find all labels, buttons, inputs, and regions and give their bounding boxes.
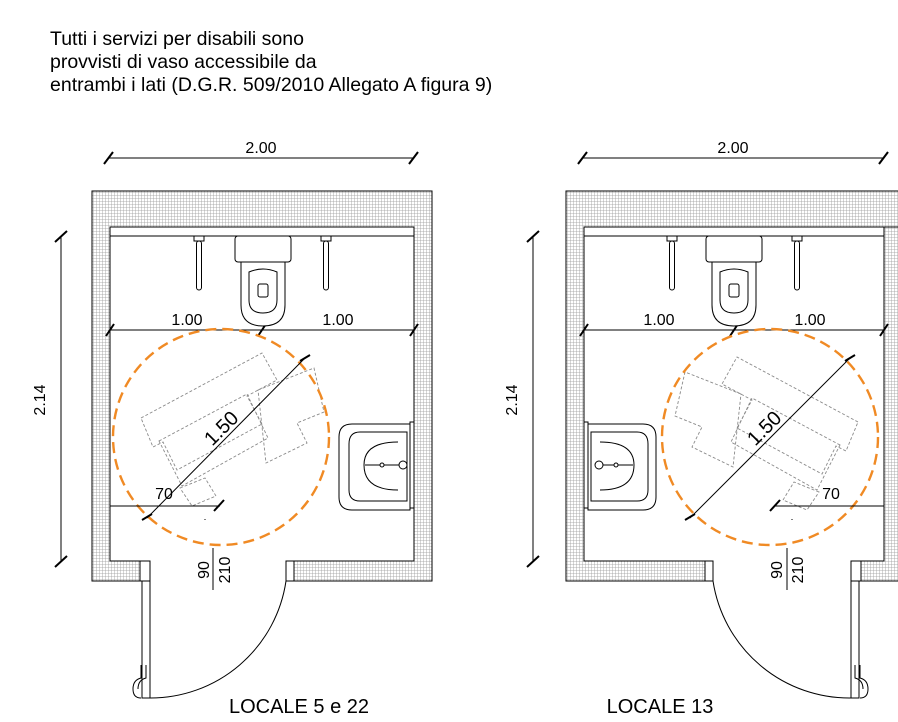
side-clearance-dimension	[579, 323, 889, 337]
room-walls	[850, 226, 898, 582]
door-bottom-label: 210	[217, 557, 234, 584]
clearance-label: 70	[822, 486, 840, 503]
width-label: 2.00	[245, 140, 276, 157]
clearance-dimension	[110, 499, 225, 520]
side-right-label: 1.00	[322, 312, 353, 329]
depth-dimension	[54, 230, 68, 568]
room-plan-locale-13: 2.00 2.14 1.00 1.00	[504, 140, 898, 718]
door-bottom-label: 210	[790, 557, 807, 584]
note-line-3: entrambi i lati (D.G.R. 509/2010 Allegat…	[50, 74, 493, 96]
width-dimension	[577, 151, 889, 165]
door-top-label: 90	[196, 561, 213, 579]
note-line-1: Tutti i servizi per disabili sono	[50, 28, 304, 50]
door-jamb	[139, 560, 151, 582]
room-caption: LOCALE 5 e 22	[229, 696, 369, 718]
clearance-label: 70	[155, 486, 173, 503]
side-left-label: 1.00	[643, 312, 674, 329]
washbasin-icon	[583, 421, 657, 511]
door-jamb	[285, 560, 295, 582]
door-top-label: 90	[769, 561, 786, 579]
grab-bar-icon	[791, 235, 803, 291]
note-line-2: provvisti di vaso accessibile da	[50, 51, 317, 73]
depth-label: 2.14	[32, 384, 49, 415]
back-wall-ledge	[109, 226, 415, 237]
room-caption: LOCALE 13	[607, 696, 714, 718]
door-jamb	[704, 560, 714, 582]
width-dimension	[103, 151, 419, 165]
depth-label: 2.14	[504, 384, 521, 415]
door-icon	[712, 580, 869, 699]
grab-bar-icon	[666, 235, 678, 291]
back-wall-ledge	[583, 226, 885, 237]
depth-dimension	[526, 230, 540, 568]
door-jamb	[850, 560, 862, 582]
turning-diameter-label: 1.50	[743, 407, 786, 450]
turning-circle	[660, 327, 880, 547]
turning-circle	[111, 327, 331, 547]
door-icon	[132, 580, 287, 699]
turning-diameter	[141, 354, 311, 521]
wheelchair-outline	[140, 352, 325, 507]
turning-diameter	[684, 354, 856, 521]
room-plan-locale-5-22: 2.00 2.14 1.00 1.00	[32, 140, 433, 718]
room-walls	[565, 190, 898, 582]
toilet-icon	[234, 235, 292, 327]
side-right-label: 1.00	[794, 312, 825, 329]
side-left-label: 1.00	[171, 312, 202, 329]
accessibility-note: Tutti i servizi per disabili sono provvi…	[50, 28, 492, 97]
toilet-icon	[705, 235, 763, 327]
washbasin-icon	[338, 421, 415, 511]
grab-bar-icon	[320, 235, 332, 291]
grab-bar-icon	[193, 235, 205, 291]
turning-diameter-label: 1.50	[200, 407, 243, 450]
width-label: 2.00	[717, 140, 748, 157]
clearance-dimension	[769, 499, 884, 520]
